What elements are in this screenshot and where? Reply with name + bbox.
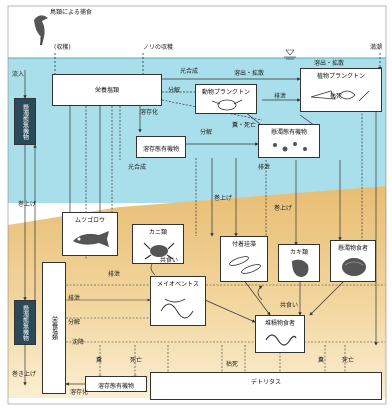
bird-icon [30,10,52,46]
flow-excretion-2: 排泄 [258,165,270,171]
dissolved-organic-title: 溶存態有機物 [137,144,185,153]
bird-predation-label: 鳥類による捕食 [50,10,92,16]
attached-diatoms-title: 付着珪藻 [221,239,267,248]
meiobenthos-title: メイオベントス [151,279,205,288]
suspension-feeders-title: 懸濁物食者 [331,243,375,252]
flow-decomposition-3: 分解 [68,320,80,326]
flow-excretion-4: 排泄 [68,296,80,302]
nutrient-title-water: 栄養塩類 [53,85,161,94]
flow-predation-1: 共食い [160,258,178,264]
flow-roll-up-2: 巻上げ [274,206,292,212]
nutrient-box-water: 栄養塩類 [52,74,162,106]
dissolved-organic-box: 溶存態有機物 [136,136,186,158]
meiobenthos-icon [157,291,201,321]
suspended-organic-box: 懸濁態有機物 [258,124,320,158]
harvest-label: (収穫) [54,45,71,51]
dissolved-organic-box-lower: 溶存態有機物 [85,376,147,392]
flow-feces-1: 糞 [96,358,102,364]
flow-resuspension: 巻き上げ [12,372,36,378]
flow-predation-2: 共食い [280,303,298,309]
nutrient-box-sediment: 栄養塩類 [42,262,66,394]
flow-roll-up-1: 巻上げ [214,196,232,202]
flow-excretion-1: 排泄 [274,94,286,100]
flow-photosynthesis-2: 光合成 [128,165,146,171]
suspended-inorganic-box-lower: 懸濁態無機物 [14,300,36,345]
flow-feces-death-1: 糞・死亡 [232,123,256,129]
mudskipper-title: ムツゴロウ [63,215,117,224]
phytoplankton-box: 植物プランクトン [300,68,382,112]
flow-death-1: 死亡 [130,358,142,364]
flow-exudation-1: 溶出・拡散 [234,71,264,77]
flow-death-2: 死亡 [342,358,354,364]
flow-dissolution: 溶存化 [140,110,158,116]
meiobenthos-box: メイオベントス [150,276,206,326]
zooplankton-title: 動物プランクトン [196,87,256,96]
nutrient-title-sediment: 栄養塩類 [50,316,59,340]
zooplankton-icon [210,97,244,113]
oysters-box: カキ類 [278,244,320,282]
flow-decomposition-2: 分解 [200,130,212,136]
flow-feces-2: 糞 [318,358,324,364]
suspended-inorganic-title-upper: 懸濁態無機物 [21,104,30,140]
oysters-title: カキ類 [279,247,319,256]
flow-inflow: 流入 [12,72,24,78]
oyster-icon [288,257,312,279]
flow-exudation-2: 溶出・拡散 [314,61,344,67]
detritus-box: デトリタス [150,372,382,400]
zooplankton-box: 動物プランクトン [195,84,257,114]
flow-photosynthesis-1: 光合成 [180,69,198,75]
flow-decay-1: 枯死 [330,94,342,100]
deposit-feeders-box: 堆積物食者 [255,315,305,353]
suspended-organic-title: 懸濁態有機物 [259,127,319,136]
detritus-title: デトリタス [151,377,381,386]
crabs-title: カニ類 [133,227,183,236]
flood-label: 満潮 [370,45,382,51]
flow-excretion-3: 排泄 [108,272,120,278]
flow-dissolution-2: 溶存化 [70,390,88,396]
clam-icon [339,253,369,279]
flow-roll-up-left: 巻上げ [18,202,36,208]
mudskipper-box: ムツゴロウ [62,212,118,256]
mudskipper-icon [69,227,113,251]
flow-sinking: 沈降 [72,340,84,346]
phytoplankton-title: 植物プランクトン [301,71,381,80]
deposit-feeders-title: 堆積物食者 [256,318,304,327]
worm-icon [264,328,298,350]
flow-decomposition-1: 分解 [168,88,180,94]
suspended-inorganic-box-upper: 懸濁態無機物 [14,98,36,145]
particles-icon [269,139,311,155]
flow-decay-2: 枯死 [226,362,238,368]
suspended-inorganic-title-lower: 懸濁態無機物 [21,305,30,341]
seaweed-harvest-label: ノリの収穫 [143,45,173,51]
dissolved-organic-title-lower: 溶存態有機物 [86,381,146,390]
diatom-icon [227,251,263,277]
suspension-feeders-box: 懸濁物食者 [330,240,376,282]
attached-diatoms-box: 付着珪藻 [220,236,268,282]
